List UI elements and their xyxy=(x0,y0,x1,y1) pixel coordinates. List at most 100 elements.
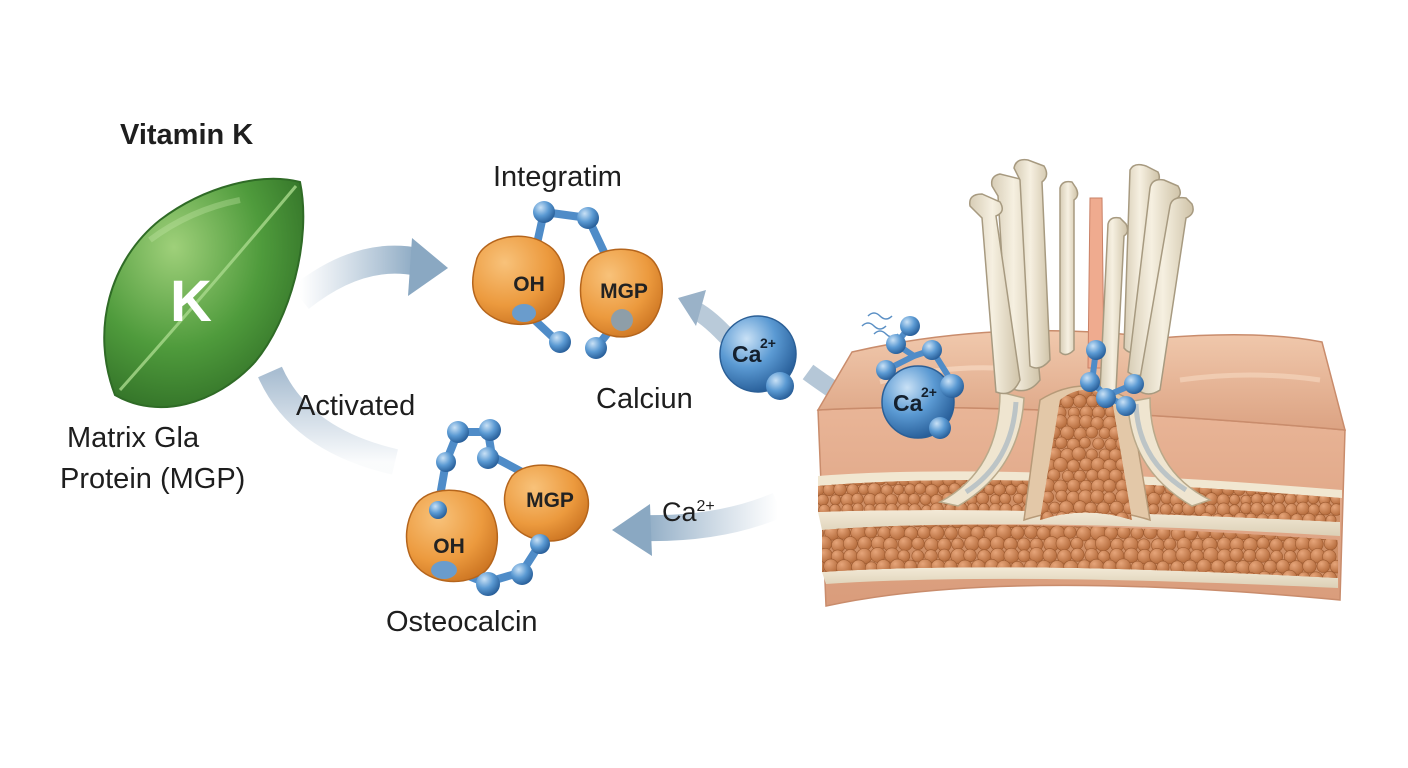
tissue-cell xyxy=(1070,537,1084,550)
bound-ion-symbol: Ca xyxy=(893,390,923,416)
arrow-tissue-to-osteocalcin xyxy=(612,493,784,556)
tissue-cell xyxy=(976,491,990,505)
tissue-cell xyxy=(1261,493,1274,505)
tissue-cell xyxy=(999,492,1011,505)
tissue-cell xyxy=(1296,501,1310,516)
tissue-cell xyxy=(911,549,925,563)
calcium-cluster-right xyxy=(1080,340,1144,416)
tissue-cell xyxy=(1284,492,1297,506)
tissue-cell xyxy=(1024,525,1038,539)
tissue-cell xyxy=(1240,502,1252,515)
tissue-cell xyxy=(1004,524,1019,528)
bound-ion-charge: 2+ xyxy=(921,384,937,400)
tissue-cell xyxy=(1066,479,1081,493)
tissue-cell xyxy=(975,524,991,529)
tissue-cell xyxy=(897,536,913,552)
tissue-cell xyxy=(1329,559,1338,574)
tissue-cell xyxy=(1316,559,1330,573)
tissue-cell xyxy=(1017,549,1031,563)
calcium-ion-symbol: Ca xyxy=(732,341,762,367)
tissue-cell xyxy=(1322,549,1337,564)
tissue-cell xyxy=(1042,548,1058,563)
tissue-cell xyxy=(1147,503,1159,515)
osteocalcin-oh-label: OH xyxy=(433,535,465,558)
tissue-cell xyxy=(1030,524,1044,528)
tissue-cell xyxy=(942,480,956,487)
tissue-cell xyxy=(1129,512,1132,520)
tissue-cell xyxy=(1325,514,1337,522)
tissue-cell xyxy=(1073,394,1087,408)
tissue-cell xyxy=(1071,446,1086,461)
calcium-ion-free: Ca 2+ xyxy=(719,315,797,400)
tissue-cell xyxy=(1055,489,1068,503)
tissue-cell xyxy=(1084,524,1098,528)
tissue-cell xyxy=(1262,503,1274,515)
tissue-cell xyxy=(1098,427,1111,439)
tissue-cell xyxy=(1048,501,1061,514)
integratim-label: Integratim xyxy=(493,161,622,193)
tissue-cell xyxy=(897,492,911,506)
tissue-cell xyxy=(1256,536,1270,550)
tissue-cell xyxy=(988,524,1005,529)
tissue-cell xyxy=(858,524,872,529)
tissue-cell xyxy=(1308,571,1324,578)
calcium-arrow-symbol: Ca xyxy=(662,497,697,527)
activated-label: Activated xyxy=(296,390,416,422)
arrow-leaf-to-integratim xyxy=(291,238,448,310)
tissue-cell xyxy=(1318,501,1333,516)
tissue-cell xyxy=(963,548,977,563)
osteocalcin-label: Osteocalcin xyxy=(386,606,538,638)
tissue-cell xyxy=(1283,550,1297,563)
tissue-cell xyxy=(1302,559,1317,574)
tissue-cell xyxy=(1269,538,1284,552)
tissue-cell xyxy=(885,480,899,486)
arrow-return-curve xyxy=(258,366,399,475)
tissue-cell xyxy=(937,548,951,562)
calcium-cluster-left: Ca 2+ xyxy=(861,312,964,439)
tissue-cell xyxy=(1066,459,1080,473)
tissue-cell xyxy=(922,524,939,529)
tissue-cell xyxy=(964,535,980,552)
tissue-cell xyxy=(1095,535,1111,552)
integratim-oh-label: OH xyxy=(513,273,545,296)
tissue-cell xyxy=(822,559,826,574)
tissue-cell xyxy=(1079,436,1091,449)
tissue-cell xyxy=(904,483,916,496)
molecule-osteocalcin: OH MGP xyxy=(405,419,590,596)
calcium-arrow-charge: 2+ xyxy=(696,498,715,515)
tissue-cell xyxy=(1314,513,1326,522)
tissue-cell xyxy=(1085,448,1098,461)
tissue-cell xyxy=(1270,550,1283,563)
tissue-cell xyxy=(1092,437,1105,450)
mgp-label-line2: Protein (MGP) xyxy=(60,463,246,495)
tissue-cell xyxy=(914,482,926,495)
tissue-cell xyxy=(929,525,945,541)
tissue-cell xyxy=(1017,537,1031,551)
tissue-cell xyxy=(1104,438,1117,451)
osteocalcin-mgp-label: MGP xyxy=(526,489,574,512)
tissue-cell xyxy=(1010,525,1025,540)
calcium-arrow-label: Ca2+ xyxy=(662,490,715,529)
tissue-cell xyxy=(1159,503,1172,516)
tissue-cell xyxy=(1255,547,1271,563)
tissue-cell xyxy=(898,480,911,486)
tissue-cell xyxy=(1090,489,1105,504)
tissue-cell xyxy=(937,524,952,528)
tissue-cell xyxy=(1070,524,1085,528)
tissue-cell xyxy=(993,483,1006,496)
tissue-cell xyxy=(818,493,829,506)
tissue-cell xyxy=(950,524,964,529)
tissue-cell xyxy=(1242,548,1257,563)
tissue-cell xyxy=(917,525,931,540)
tissue-cell xyxy=(1297,571,1311,578)
tissue-cell xyxy=(864,525,878,539)
arrow-calcium-to-molecule xyxy=(678,290,737,347)
tissue-cell xyxy=(1085,426,1098,439)
tissue-cell xyxy=(1079,457,1093,472)
tissue-cell xyxy=(1102,479,1117,493)
tissue-cell xyxy=(1047,468,1061,482)
calcium-label: Calciun xyxy=(596,383,693,415)
tissue-cell xyxy=(892,483,904,495)
tissue-cell xyxy=(829,494,841,506)
